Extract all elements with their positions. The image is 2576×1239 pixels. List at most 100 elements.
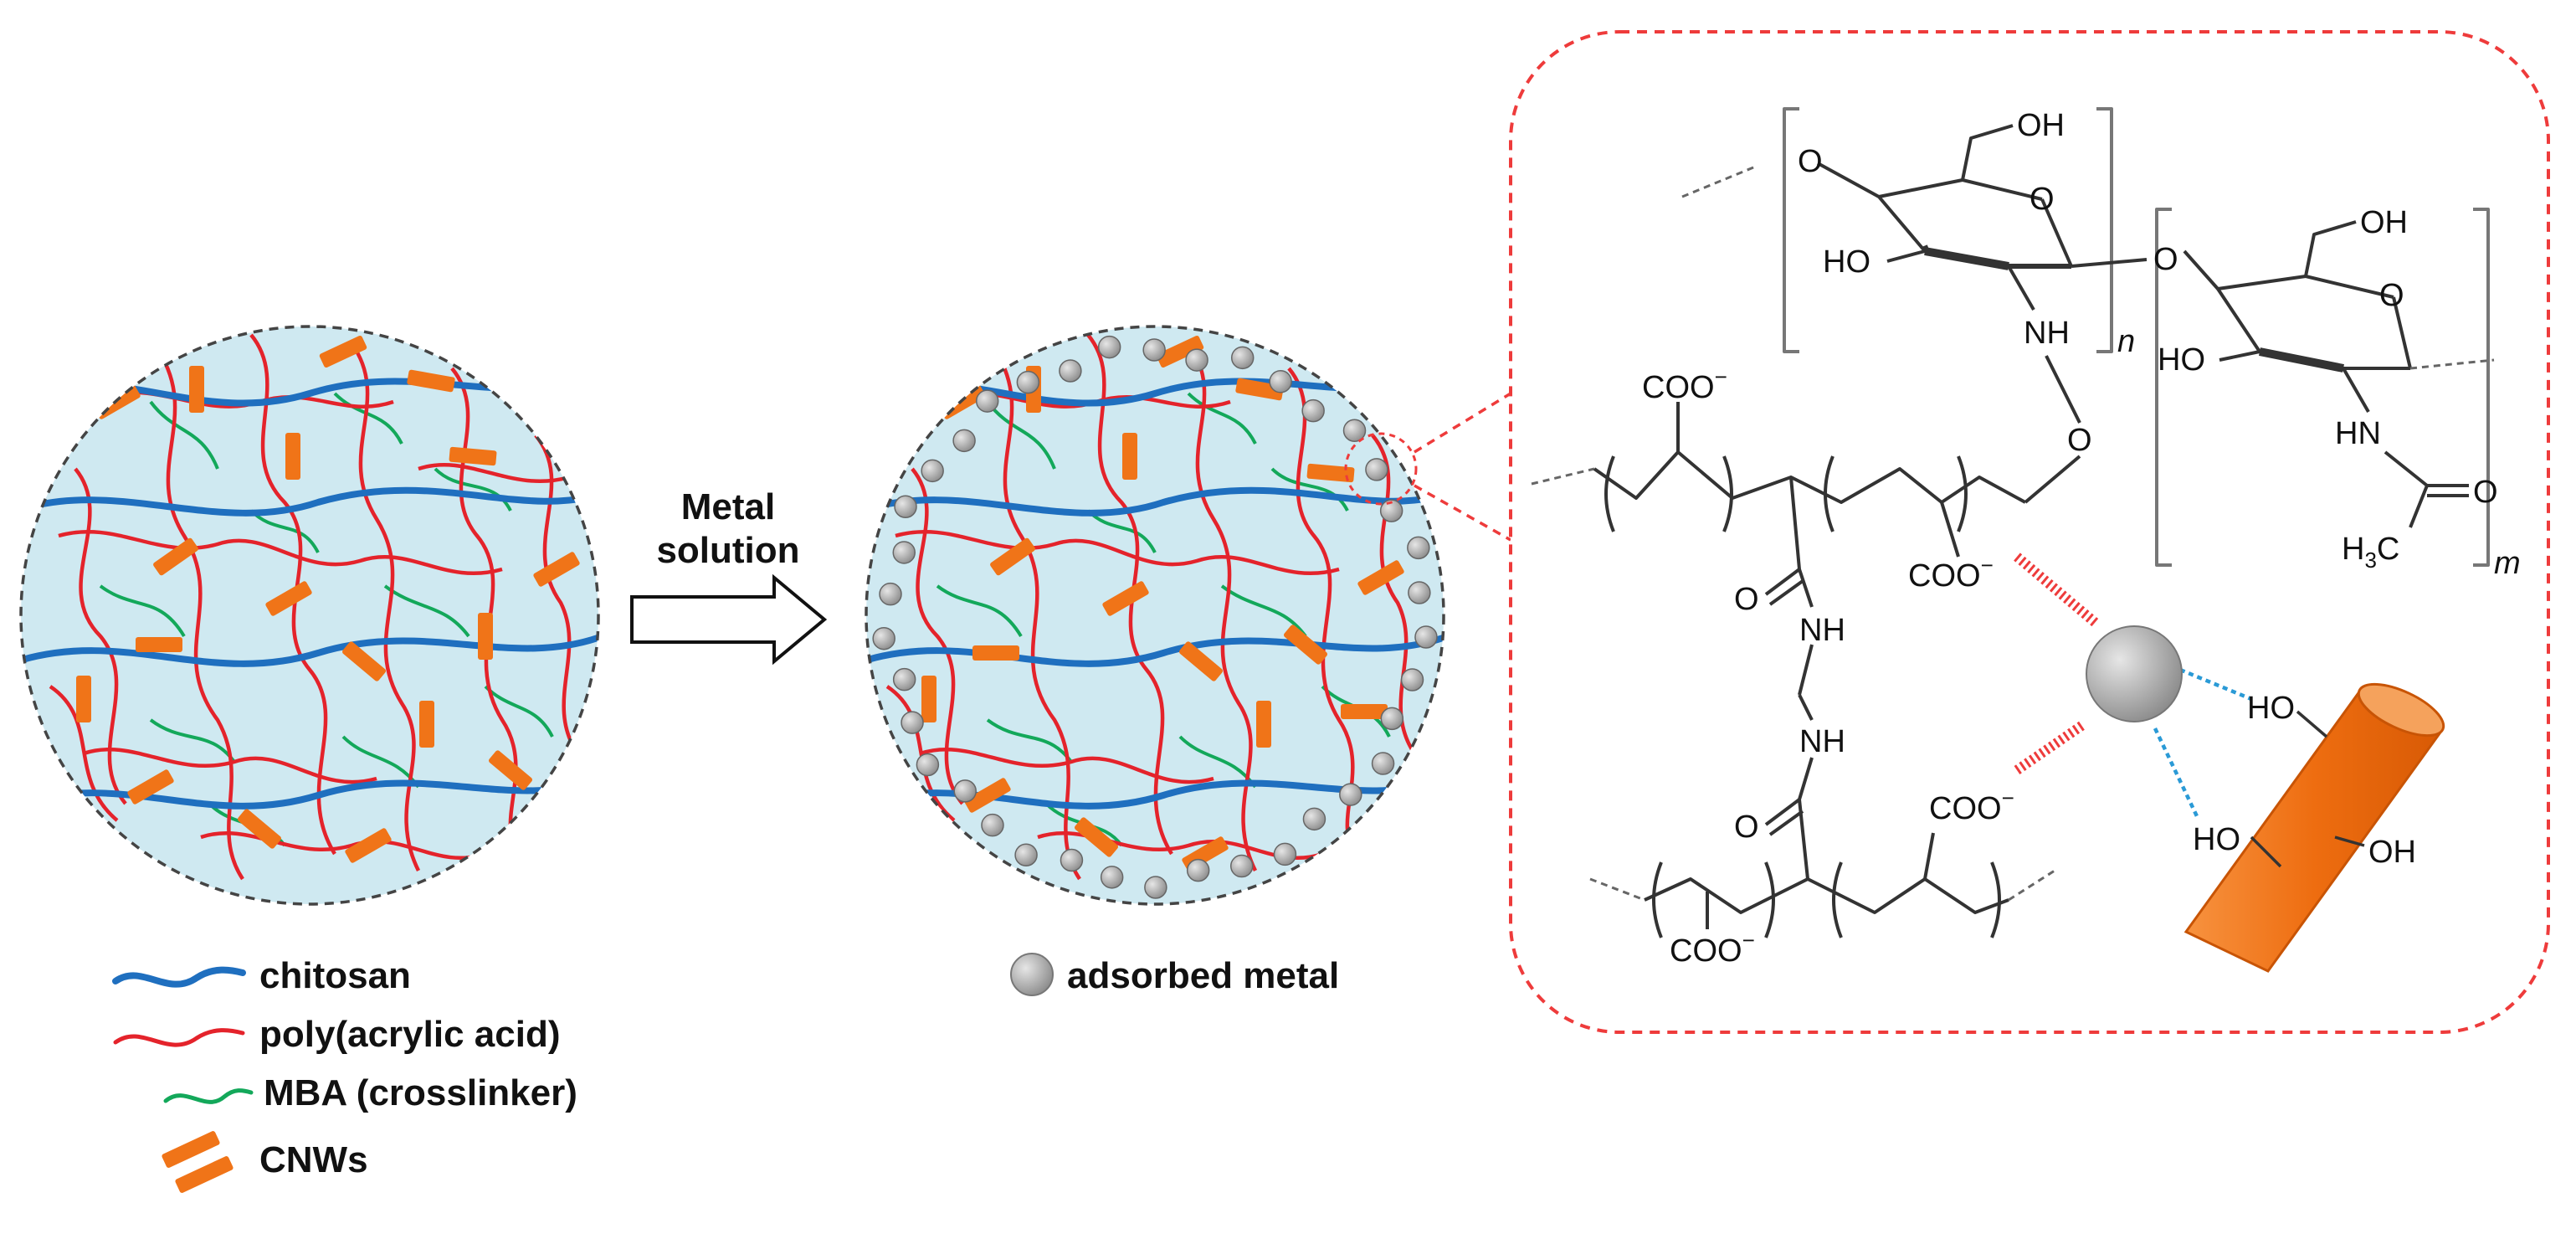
adsorbed-metal-sphere [1269,370,1292,393]
adsorbed-metal-sphere [892,667,916,691]
paa-backbone [1531,402,2081,938]
adsorbed-metal-sphere [1014,843,1038,866]
label-coo-1: COO− [1642,364,1727,405]
hollow-arrow-icon [630,573,828,666]
adsorbed-metal-sphere [1144,876,1167,899]
blue-wave-line-icon [112,966,246,988]
label-m-repeat: m [2494,546,2521,581]
adsorbed-metal-sphere [1059,359,1082,383]
hydrogel-outline-right [865,325,1445,906]
adsorbed-metal-sphere [981,813,1004,837]
adsorbed-metal-sphere [892,541,916,564]
adsorbed-metal-sphere [1339,783,1362,806]
label-n-repeat: n [2117,324,2135,359]
molecular-detail-panel: OH O O HO NH n O OH O HO HN O H3C m O CO… [1509,30,2550,1034]
adsorbed-metal-sphere [916,753,940,777]
label-coo-4: COO− [1670,928,1755,969]
cnw-rods-right [921,335,1404,871]
legend-item-mba: MBA (crosslinker) [163,1072,577,1113]
adsorbed-metal-sphere [879,582,902,606]
legend-item-cnw: CNWs [162,1131,368,1193]
orange-rods-icon [162,1131,233,1193]
chemical-labels: OH O O HO NH n O OH O HO HN O H3C m O CO… [1642,108,2521,969]
label-coo-2: COO− [1908,553,1994,594]
adsorbed-metal-sphere [1379,499,1403,522]
adsorbed-metal-sphere [1142,338,1166,362]
adsorbed-metal-sphere [894,495,917,518]
red-wave-line-icon [113,1028,245,1047]
legend-label-cnw: CNWs [259,1139,368,1180]
adsorbed-metal-sphere [1301,398,1325,423]
zoom-connectors [1414,392,1511,542]
legend-label-chitosan: chitosan [259,955,411,996]
adsorbed-metal-sphere [975,389,999,413]
adsorbed-metal-sphere [872,626,895,650]
adsorbed-metal-sphere [1186,858,1210,882]
adsorbed-metal-sphere [1380,707,1404,731]
hydrogel-outline-left [19,325,600,906]
adsorbed-metal-sphere [1273,842,1297,866]
adsorbed-metal-sphere [953,779,977,803]
label-hn: HN [2335,416,2381,451]
hydrogel-before [19,325,600,906]
label-h3c: H3C [2342,532,2399,573]
legend-item-chitosan: chitosan [112,955,411,996]
adsorbed-metal-sphere [1414,625,1438,649]
process-arrow: Metal solution [630,486,828,666]
green-wave-line-icon [163,1088,254,1104]
adsorbed-metal-sphere [1097,335,1121,359]
label-ho-cnw-2: HO [2193,822,2240,857]
label-o-link: O [2153,242,2178,277]
label-ho-1: HO [1823,244,1870,280]
legend-item-adsorbed-metal: adsorbed metal [1010,953,1339,996]
adsorbed-metal-sphere [1371,752,1395,775]
legend-item-paa: poly(acrylic acid) [113,1014,560,1055]
legend-label-mba: MBA (crosslinker) [264,1072,577,1113]
hydrogel-after [865,325,1445,906]
adsorbed-metal-sphere [1230,346,1255,370]
label-nh-3: NH [1799,724,1845,759]
adsorbed-metal-sphere [1100,866,1124,889]
label-o-amide2: O [1734,810,1759,845]
adsorbed-metal-sphere [1342,419,1367,442]
adsorbed-metal-spheres [872,335,1438,899]
legend: chitosan poly(acrylic acid) MBA (crossli… [112,953,1339,1193]
zoom-box [1509,30,2550,1034]
adsorbed-metal-sphere [1365,458,1388,481]
gray-sphere-icon [1010,953,1054,996]
adsorbed-metal-sphere [1185,348,1208,372]
adsorbed-metal-sphere [921,459,944,483]
label-nh-1: NH [2024,316,2070,351]
label-o-amide1: O [1734,582,1759,617]
cnw-cylinder [2183,682,2445,973]
label-ho-2: HO [2158,342,2205,378]
label-o-1: O [1798,144,1823,179]
label-coo-3: COO− [1929,785,2014,826]
interaction-bonds [2014,553,2252,817]
arrow-label-line2: solution [656,530,799,571]
legend-label-paa: poly(acrylic acid) [259,1014,560,1055]
adsorbed-metal-sphere [1407,536,1430,560]
label-ho-cnw-1: HO [2247,691,2295,726]
label-o-ring1: O [2029,182,2055,217]
adsorbed-metal-sphere [1408,581,1431,604]
label-o-ring2: O [2379,278,2404,313]
adsorbed-metal-sphere [1302,807,1326,831]
label-nh-2: NH [1799,613,1845,648]
label-o-graft: O [2067,423,2092,458]
adsorbed-metal-sphere [1229,854,1254,878]
cnw-rods-left [76,335,580,863]
chitosan-structure [1681,107,2495,567]
adsorbed-metal-sphere [1060,848,1084,872]
label-oh-cnw: OH [2368,835,2416,870]
adsorbed-metal-sphere [952,429,976,453]
arrow-label-line1: Metal [681,486,775,527]
label-o-acetyl: O [2473,475,2498,510]
adsorbed-metal-sphere [901,711,924,734]
adsorbed-metal-sphere [1016,370,1040,394]
label-oh-2: OH [2360,205,2408,240]
metal-ion [2086,625,2183,722]
zoom-region-circle [1344,432,1418,506]
